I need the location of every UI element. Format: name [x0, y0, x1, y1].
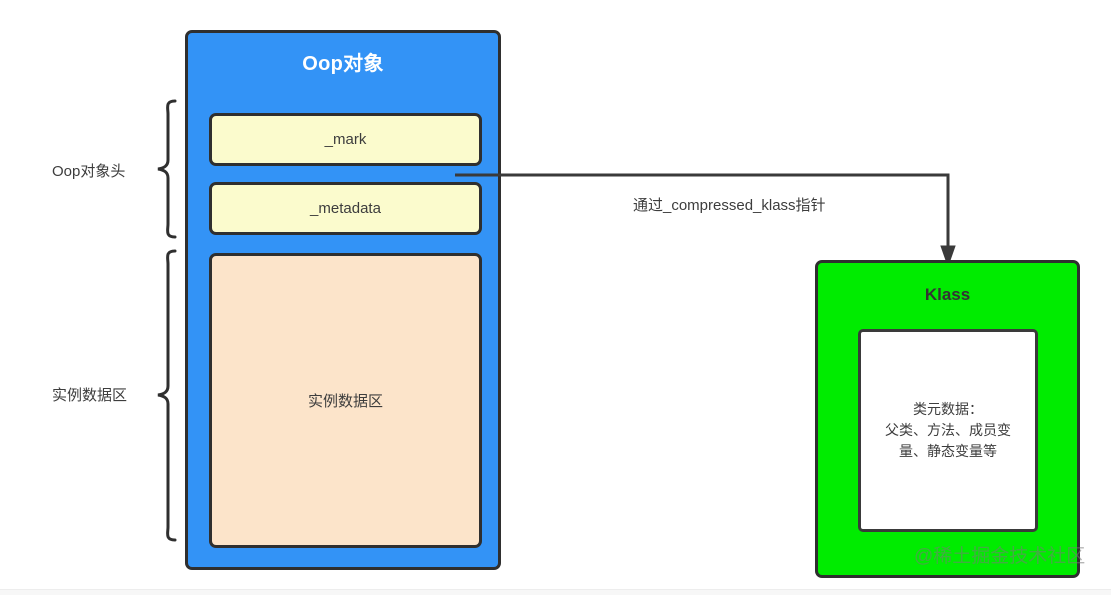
oop-field-mark: _mark [209, 113, 482, 166]
oop-object-title: Oop对象 [302, 53, 384, 75]
klass-title: Klass [924, 285, 971, 304]
label-instance-data-area: 实例数据区 [52, 387, 128, 404]
watermark: @稀土掘金技术社区 [914, 546, 1086, 567]
oop-instance-data-label: 实例数据区 [307, 393, 383, 410]
klass-box: Klass 类元数据： 父类、方法、成员变 量、静态变量等 @稀土掘金技术社区 [815, 260, 1085, 578]
oop-instance-data-box: 实例数据区 [209, 253, 482, 548]
page-bottom-divider [0, 589, 1111, 595]
connector-label: 通过_compressed_klass指针 [630, 194, 829, 215]
connector-arrow [455, 173, 956, 268]
brace-instance-data [157, 249, 177, 542]
oop-object-box: Oop对象 _mark _metadata 实例数据区 [185, 30, 501, 570]
brace-object-header [157, 99, 177, 239]
label-oop-object-header: Oop对象头 [52, 163, 126, 180]
klass-metadata-text: 类元数据： 父类、方法、成员变 量、静态变量等 [885, 401, 1011, 459]
oop-field-metadata-label: _metadata [310, 200, 381, 217]
oop-field-mark-label: _mark [324, 131, 367, 148]
oop-field-metadata: _metadata [209, 182, 482, 235]
klass-metadata-box: 类元数据： 父类、方法、成员变 量、静态变量等 [858, 329, 1038, 532]
